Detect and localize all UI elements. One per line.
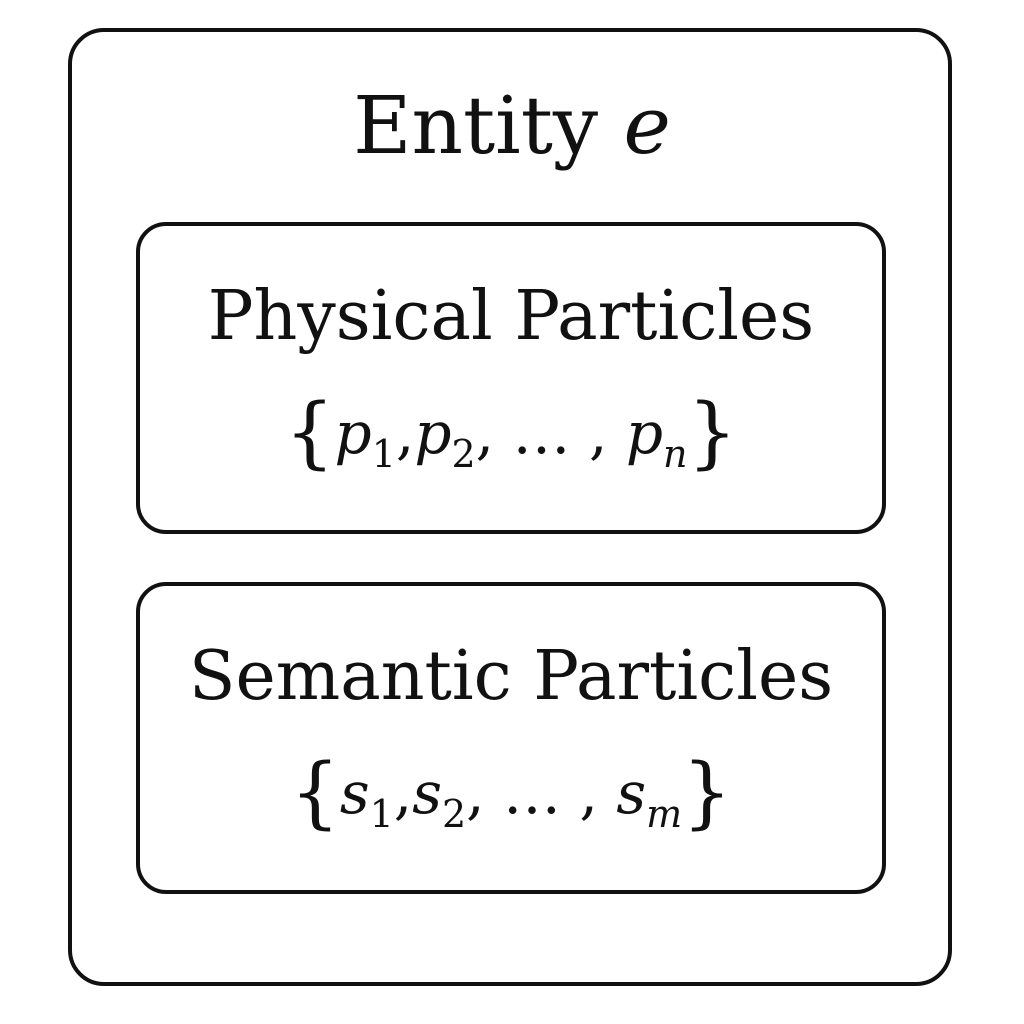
set-subscript: 2 — [441, 792, 467, 836]
set-subscript: 2 — [451, 432, 476, 476]
physical-particles-set: {p1,p2, … , pn} — [140, 388, 882, 478]
set-subscript: n — [662, 432, 688, 476]
entity-title-text: Entity — [353, 79, 599, 172]
set-open-brace: { — [290, 748, 340, 838]
set-subscript: m — [646, 792, 683, 836]
set-symbol: p — [414, 399, 452, 467]
set-close-brace: } — [682, 748, 732, 838]
entity-container — [68, 28, 952, 986]
set-ellipsis: , … , — [466, 759, 598, 827]
set-separator: , — [393, 759, 413, 827]
set-open-brace: { — [284, 388, 335, 478]
physical-particles-title: Physical Particles — [207, 277, 815, 356]
set-symbol: s — [339, 759, 370, 827]
semantic-particles-box: Semantic Particles {s1,s2, … , sm} — [136, 582, 886, 894]
set-ellipsis: , … , — [475, 399, 608, 467]
set-close-brace: } — [687, 388, 738, 478]
set-symbol: p — [334, 399, 372, 467]
set-symbol: s — [412, 759, 442, 827]
set-subscript: 1 — [371, 432, 396, 476]
physical-particles-box: Physical Particles {p1,p2, … , pn} — [136, 222, 886, 534]
entity-title-variable: e — [623, 79, 671, 172]
set-subscript: 1 — [369, 792, 394, 836]
set-symbol: s — [616, 759, 647, 827]
semantic-particles-title: Semantic Particles — [188, 637, 834, 716]
set-separator: , — [395, 399, 415, 467]
entity-title: Entity e — [0, 76, 1024, 176]
semantic-particles-set: {s1,s2, … , sm} — [140, 748, 882, 838]
set-symbol: p — [625, 399, 663, 467]
